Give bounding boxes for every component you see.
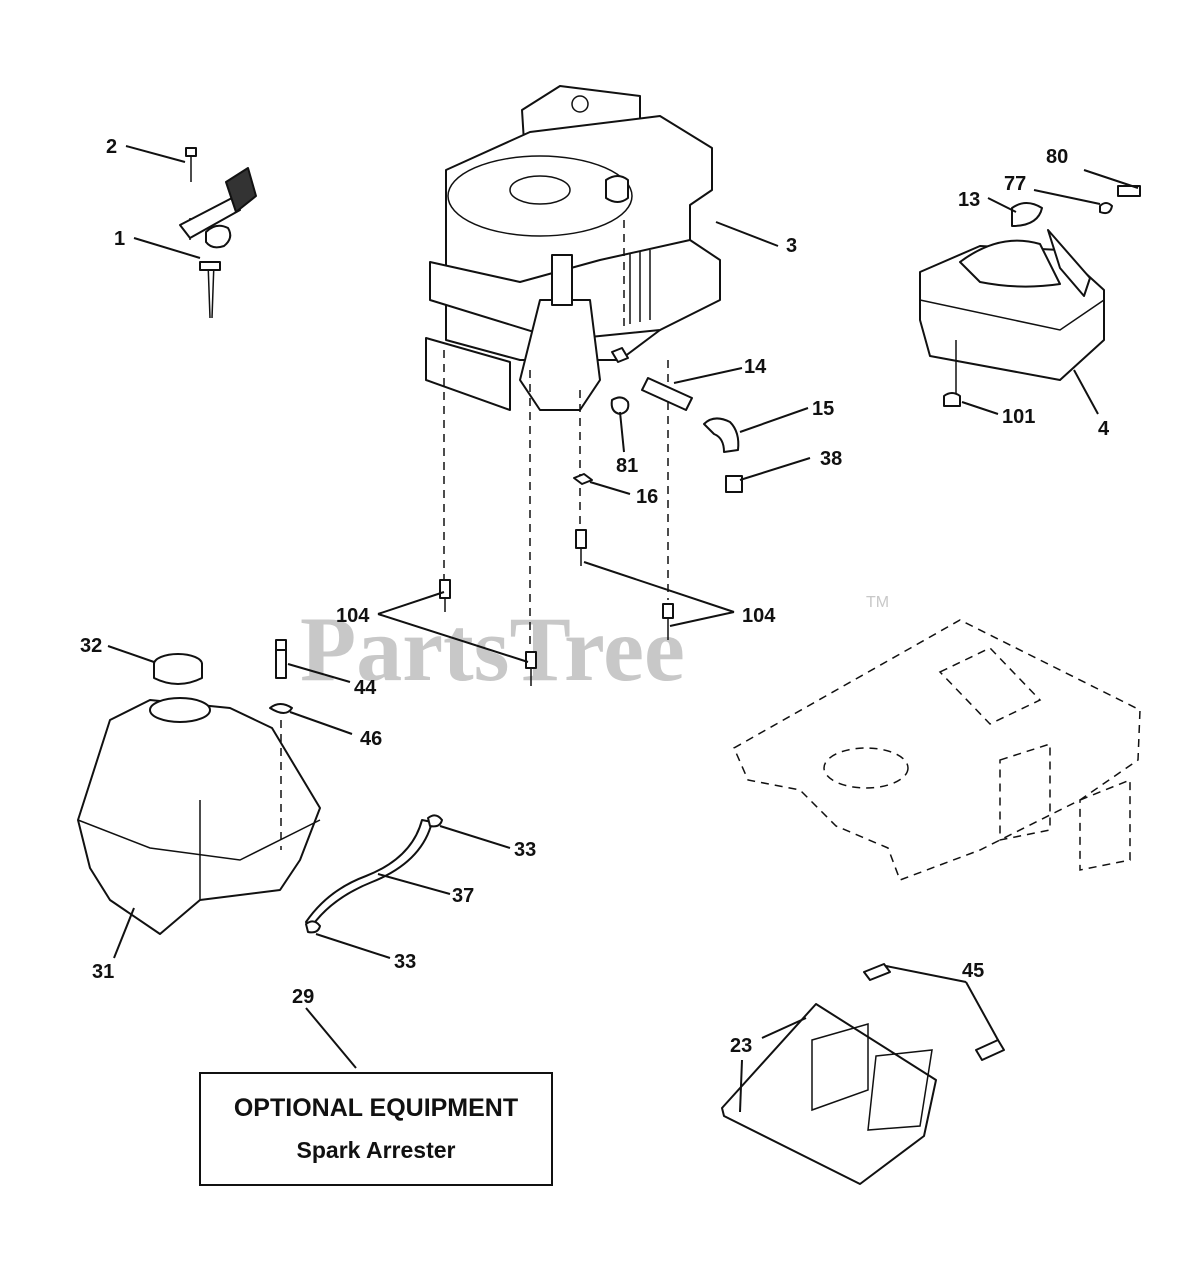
callout-81: 81 <box>616 455 638 477</box>
callout-2: 2 <box>106 136 117 158</box>
callout-23: 23 <box>730 1035 752 1057</box>
callout-33-bottom: 33 <box>394 951 416 973</box>
callout-31: 31 <box>92 961 114 983</box>
fuel-line-part <box>305 814 443 934</box>
muffler-part <box>919 185 1141 407</box>
leader-lines <box>107 145 1139 1113</box>
callout-104-left: 104 <box>336 605 370 627</box>
callout-80: 80 <box>1046 146 1068 168</box>
callout-4: 4 <box>1098 418 1110 440</box>
callout-33-top: 33 <box>514 839 536 861</box>
callout-101: 101 <box>1002 406 1035 428</box>
callout-3: 3 <box>786 235 797 257</box>
callout-104-right: 104 <box>742 605 776 627</box>
optional-equipment-subtitle: Spark Arrester <box>296 1137 456 1163</box>
heat-shield-part <box>721 963 1005 1185</box>
callout-29: 29 <box>292 986 314 1008</box>
callout-15: 15 <box>812 398 834 420</box>
callout-1: 1 <box>114 228 125 250</box>
chassis-frame <box>733 619 1141 881</box>
callout-46: 46 <box>360 728 382 750</box>
callout-44: 44 <box>354 677 377 699</box>
callout-32: 32 <box>80 635 102 657</box>
callout-77: 77 <box>1004 173 1026 195</box>
optional-equipment-title: OPTIONAL EQUIPMENT <box>233 1094 519 1122</box>
fuel-tank-part <box>77 639 321 935</box>
callout-16: 16 <box>636 486 658 508</box>
optional-equipment-box: OPTIONAL EQUIPMENT Spark Arrester <box>199 1072 553 1186</box>
fuel-fittings <box>573 347 743 493</box>
callout-numbers: 2 1 3 14 15 81 16 38 80 77 13 101 4 104 … <box>80 136 1110 1057</box>
callout-37: 37 <box>452 885 474 907</box>
watermark-tm: TM <box>866 594 889 611</box>
callout-13: 13 <box>958 189 980 211</box>
callout-45: 45 <box>962 960 984 982</box>
throttle-control-part <box>179 147 257 319</box>
engine-part <box>425 85 721 411</box>
watermark-text: PartsTree <box>300 598 685 700</box>
callout-14: 14 <box>744 356 767 378</box>
callout-38: 38 <box>820 448 842 470</box>
